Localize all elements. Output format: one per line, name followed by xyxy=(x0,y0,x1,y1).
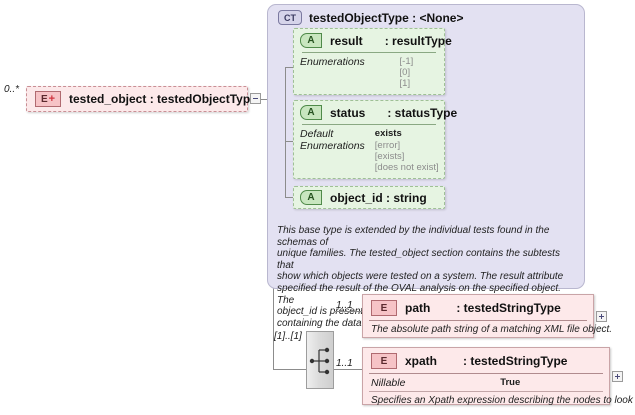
element-plus-icon: E+ xyxy=(35,91,61,107)
path-cardinality: 1..1 xyxy=(336,300,353,311)
element-node-tested-object[interactable]: E+ tested_object : testedObjectType xyxy=(26,86,257,112)
tested-object-collapse-toggle[interactable] xyxy=(250,93,261,104)
attribute-node-status[interactable]: A status : statusType Default exists Enu… xyxy=(293,100,457,179)
facet-key: Default xyxy=(300,128,334,140)
xpath-documentation: Specifies an Xpath expression describing… xyxy=(371,395,635,406)
xpath-head: E xpath : testedStringType xyxy=(363,348,609,373)
attribute-icon: A xyxy=(300,33,322,48)
facet-key: Nillable xyxy=(371,377,406,389)
path-name: path xyxy=(405,301,431,315)
element-icon: E xyxy=(371,300,397,316)
element-box-path[interactable]: E path : testedStringType The absolute p… xyxy=(362,294,613,338)
facet-value: exists xyxy=(374,128,402,139)
attribute-status-divider xyxy=(302,124,436,125)
connector-to-sequence xyxy=(273,369,308,370)
complextype-title: testedObjectType : <None> xyxy=(309,10,464,25)
attribute-status-facets: Default exists Enumerations [error] [exi… xyxy=(300,128,439,173)
connector-sequence-to-xpath xyxy=(334,369,362,370)
connector-attributes-spine xyxy=(285,67,286,197)
facet-values: [error] [exists] [does not exist] xyxy=(375,140,439,173)
connector-to-objectid xyxy=(285,197,295,198)
complextype-icon: CT xyxy=(278,10,302,25)
facet-value: [-1] xyxy=(399,56,414,67)
attribute-objectid-head: A object_id : string xyxy=(300,190,438,205)
xpath-divider-2 xyxy=(369,391,603,392)
facet-value: [0] xyxy=(399,67,411,78)
element-box-xpath[interactable]: E xpath : testedStringType Nillable True… xyxy=(362,347,635,406)
attribute-status-type: : statusType xyxy=(387,105,458,120)
path-type: : testedStringType xyxy=(456,301,561,315)
attribute-node-object-id[interactable]: A object_id : string xyxy=(293,186,445,209)
attribute-node-result[interactable]: A result : resultType Enumerations [-1] … xyxy=(293,28,452,95)
attribute-objectid-name: object_id : string xyxy=(330,190,427,205)
xpath-facets: Nillable True xyxy=(363,374,609,391)
facet-key: Enumerations xyxy=(300,140,365,152)
element-label: tested_object : testedObjectType xyxy=(69,92,257,106)
xpath-divider xyxy=(369,373,603,374)
connector-to-result xyxy=(285,67,295,68)
connector-to-status xyxy=(285,141,295,142)
facet-value: True xyxy=(500,377,521,388)
attribute-result-divider xyxy=(302,52,436,53)
facet-value: [1] xyxy=(399,78,411,89)
facet-values: exists xyxy=(375,128,439,139)
xpath-type: : testedStringType xyxy=(463,354,568,368)
facet-value: [error] xyxy=(374,140,401,151)
root-element-cardinality: 0..* xyxy=(4,84,20,95)
sequence-icon-glyph xyxy=(309,347,330,375)
attribute-icon: A xyxy=(300,190,322,205)
element-icon: E xyxy=(371,353,397,369)
sequence-cardinality: [1]..[1] xyxy=(274,331,302,342)
connector-sequence-to-path xyxy=(334,311,362,312)
path-documentation: The absolute path string of a matching X… xyxy=(371,324,613,335)
facet-values: [-1] [0] [1] xyxy=(400,56,438,89)
complextype-header: CT testedObjectType : <None> xyxy=(278,10,463,25)
attribute-status-name: status xyxy=(330,105,366,120)
facet-value: [exists] xyxy=(374,151,405,162)
path-head: E path : testedStringType xyxy=(363,295,593,320)
attribute-icon: A xyxy=(300,105,322,120)
path-divider xyxy=(369,320,587,321)
facet-value: [does not exist] xyxy=(374,162,439,173)
path-expand-toggle[interactable] xyxy=(596,311,607,322)
attribute-result-head: A result : resultType xyxy=(300,33,452,48)
attribute-status-head: A status : statusType xyxy=(300,105,457,120)
xpath-cardinality: 1..1 xyxy=(336,358,353,369)
attribute-result-name: result xyxy=(330,33,363,48)
attribute-result-facets: Enumerations [-1] [0] [1] xyxy=(300,56,438,89)
xpath-expand-toggle[interactable] xyxy=(612,371,623,382)
sequence-connector-icon[interactable] xyxy=(306,331,334,389)
xpath-name: xpath xyxy=(405,354,438,368)
attribute-result-type: : resultType xyxy=(384,33,452,48)
facet-key: Enumerations xyxy=(300,56,365,68)
